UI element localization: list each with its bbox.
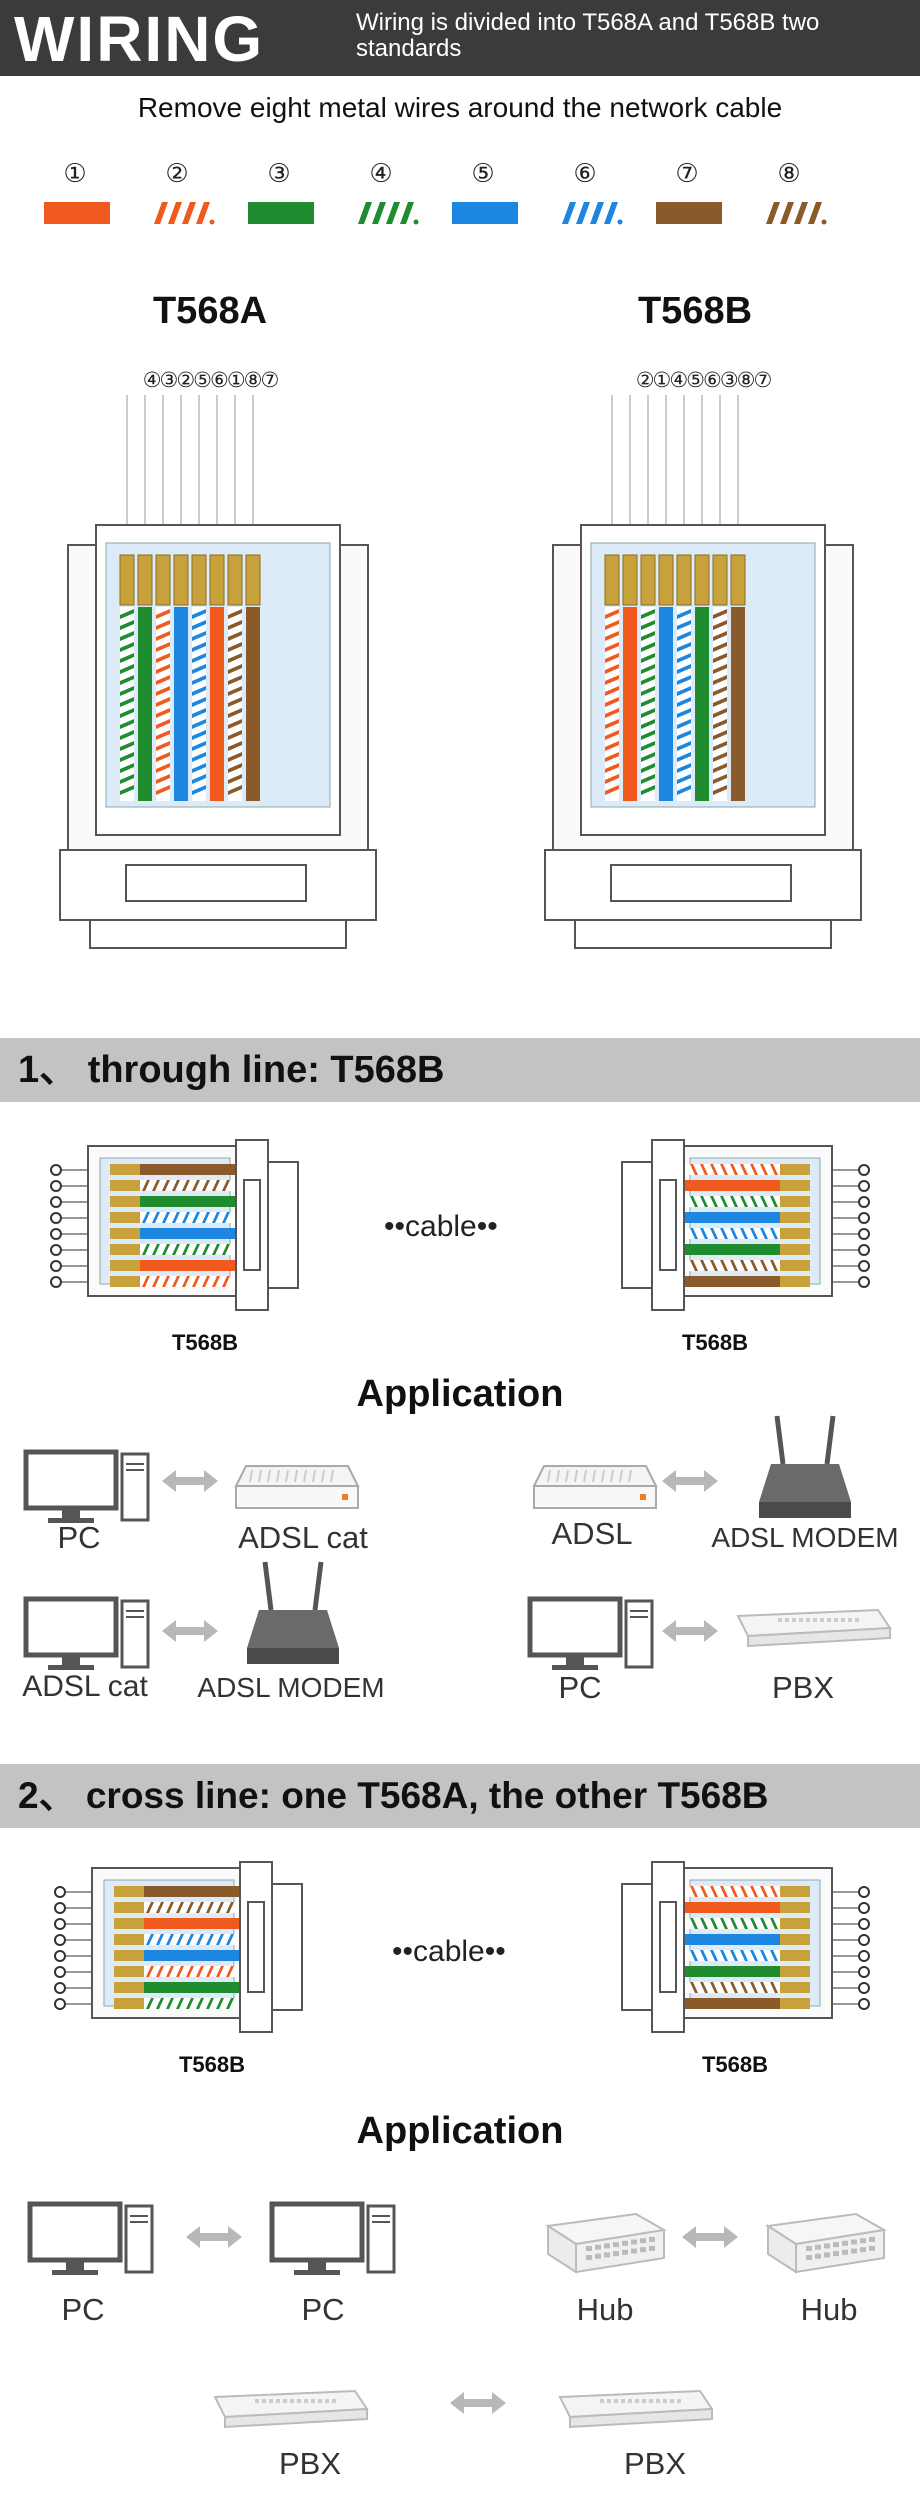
- pbx-icon: [736, 1608, 892, 1648]
- device-label-adsl-modem: ADSL MODEM: [711, 1522, 899, 1553]
- section2-band: [0, 1764, 920, 1828]
- section2-title: 2、 cross line: one T568A, the other T568…: [18, 1775, 769, 1816]
- wire-number: ①: [63, 158, 87, 188]
- adsl-router-icon: [234, 1465, 360, 1509]
- double-arrow-icon: [682, 2226, 738, 2248]
- device-label-adsl-cat: ADSL cat: [22, 1670, 148, 1703]
- section2-left-label: T568B: [178, 2052, 246, 2077]
- adsl-router-icon: [532, 1465, 658, 1509]
- hub-icon: [545, 2212, 667, 2274]
- device-label-adsl: ADSL: [551, 1516, 633, 1551]
- double-arrow-icon: [186, 2226, 242, 2248]
- section1-application-title: Application: [356, 1373, 564, 1415]
- pc-icon: [23, 1449, 150, 1523]
- section2-right-connector: [621, 1861, 870, 2033]
- section1-cable-text: ••cable••: [384, 1210, 498, 1243]
- pbx-icon: [213, 2389, 369, 2429]
- section1-right-connector: [621, 1139, 870, 1311]
- page-title: WIRING: [14, 3, 265, 75]
- wire-swatch: [656, 202, 722, 224]
- t568b-plug-diagram: [544, 395, 862, 949]
- device-label-pc: PC: [61, 2292, 105, 2327]
- pc-icon: [269, 2201, 396, 2275]
- section1-left-connector: [50, 1139, 299, 1311]
- device-label-hub: Hub: [576, 2292, 634, 2327]
- double-arrow-icon: [450, 2392, 506, 2414]
- double-arrow-icon: [662, 1470, 718, 1492]
- modem-icon: [247, 1561, 339, 1664]
- section1-title: 1、 through line: T568B: [18, 1049, 445, 1091]
- pc-icon: [23, 1596, 150, 1670]
- wire-swatch: [154, 202, 215, 225]
- section1-left-label: T568B: [171, 1330, 239, 1355]
- wire-number: ③: [267, 158, 291, 188]
- wire-swatch: [452, 202, 518, 224]
- pbx-icon: [558, 2389, 714, 2429]
- intro-text: Remove eight metal wires around the netw…: [137, 92, 783, 123]
- wire-swatch: [766, 202, 827, 225]
- wire-swatch: [358, 202, 419, 225]
- section1-right-label: T568B: [681, 1330, 749, 1355]
- wire-number: ⑧: [777, 158, 801, 188]
- t568a-title: T568A: [152, 290, 268, 332]
- wire-swatch: [248, 202, 314, 224]
- device-label-pc: PC: [301, 2292, 345, 2327]
- device-label-pbx: PBX: [623, 2446, 687, 2481]
- double-arrow-icon: [162, 1470, 218, 1492]
- section2-application-title: Application: [356, 2110, 564, 2152]
- page-subtitle: Wiring is divided into T568A and T568B t…: [356, 9, 820, 62]
- double-arrow-icon: [662, 1620, 718, 1642]
- device-label-adsl-cat: ADSL cat: [238, 1520, 368, 1555]
- device-label-pbx: PBX: [278, 2446, 342, 2481]
- wire-number: ⑤: [471, 158, 495, 188]
- pc-icon: [527, 1596, 654, 1670]
- device-label-hub: Hub: [800, 2292, 858, 2327]
- wire-number: ⑦: [675, 158, 699, 188]
- t568a-plug-diagram: [59, 395, 377, 949]
- t568a-pin-order: ④③②⑤⑥①⑧⑦: [142, 369, 280, 392]
- device-label-pc: PC: [558, 1670, 602, 1705]
- device-label-pbx: PBX: [771, 1670, 835, 1705]
- header-bar: [0, 0, 920, 76]
- section1-band: [0, 1038, 920, 1102]
- section2-cable-text: ••cable••: [392, 1935, 506, 1968]
- wire-number: ②: [165, 158, 189, 188]
- modem-icon: [759, 1415, 851, 1518]
- device-label-adsl-modem: ADSL MODEM: [197, 1672, 385, 1703]
- wire-swatch: [44, 202, 110, 224]
- device-label-pc: PC: [57, 1520, 101, 1555]
- double-arrow-icon: [162, 1620, 218, 1642]
- section2-right-label: T568B: [701, 2052, 769, 2077]
- wire-swatch: [562, 202, 623, 225]
- wire-number: ⑥: [573, 158, 597, 188]
- hub-icon: [765, 2212, 887, 2274]
- wire-number: ④: [369, 158, 393, 188]
- t568b-title: T568B: [637, 290, 753, 332]
- t568b-pin-order: ②①④⑤⑥③⑧⑦: [635, 369, 773, 392]
- section2-left-connector: [54, 1861, 303, 2033]
- pc-icon: [27, 2201, 154, 2275]
